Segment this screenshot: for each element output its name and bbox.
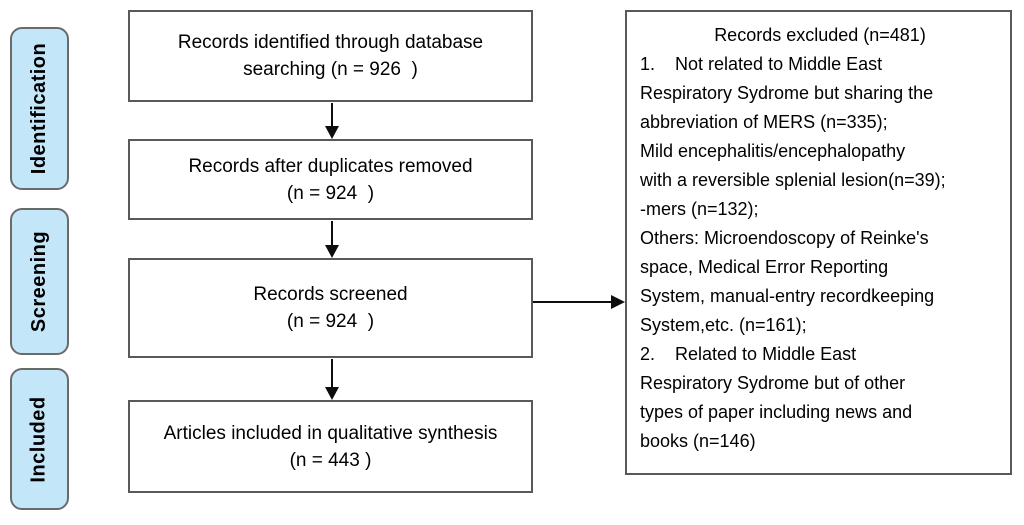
flow-box-articles-included-line2: (n = 443 )	[289, 449, 372, 471]
excluded-line: with a reversible splenial lesion(n=39);	[640, 170, 946, 190]
flow-box-records-screened-line1: Records screened	[253, 284, 408, 305]
excluded-line: System,etc. (n=161);	[640, 315, 807, 335]
stage-label-identification: Identification	[10, 27, 69, 190]
arrow-down-head-icon	[325, 387, 339, 400]
excluded-line: Others: Microendoscopy of Reinke's	[640, 228, 929, 248]
arrow-right-head-icon	[611, 295, 625, 309]
flow-box-duplicates-removed: Records after duplicates removed (n = 92…	[128, 139, 533, 220]
excluded-records-box: Records excluded (n=481) 1. Not related …	[625, 10, 1012, 475]
excluded-line: books (n=146)	[640, 431, 756, 451]
excluded-line: types of paper including news and	[640, 402, 913, 422]
arrow-down-icon	[331, 359, 333, 388]
stage-label-identification-text: Identification	[28, 42, 51, 175]
stage-label-included: Included	[10, 368, 69, 510]
stage-label-screening: Screening	[10, 208, 69, 355]
flow-box-duplicates-removed-line2: (n = 924 )	[286, 182, 375, 204]
excluded-line: abbreviation of MERS (n=335);	[640, 112, 888, 132]
arrow-down-icon	[331, 221, 333, 246]
flow-box-records-identified-line2: searching (n = 926 )	[243, 59, 418, 80]
excluded-line: Respiratory Sydrome but sharing the	[640, 83, 934, 103]
excluded-line: Respiratory Sydrome but of other	[640, 373, 906, 393]
stage-label-screening-text: Screening	[28, 230, 51, 333]
arrow-down-icon	[331, 103, 333, 127]
flow-box-duplicates-removed-line1: Records after duplicates removed	[188, 155, 473, 177]
excluded-line: Mild encephalitis/encephalopathy	[640, 141, 906, 161]
flow-box-records-identified: Records identified through database sear…	[128, 10, 533, 102]
flow-box-records-screened: Records screened (n = 924 )	[128, 258, 533, 358]
flow-box-records-screened-line2: (n = 924 )	[286, 311, 375, 332]
excluded-line: 2. Related to Middle East	[640, 344, 857, 364]
excluded-line: -mers (n=132);	[640, 199, 759, 219]
flow-box-articles-included-line1: Articles included in qualitative synthes…	[163, 422, 498, 444]
excluded-line: space, Medical Error Reporting	[640, 257, 889, 277]
arrow-down-head-icon	[325, 126, 339, 139]
excluded-line: System, manual-entry recordkeeping	[640, 286, 935, 306]
arrow-down-head-icon	[325, 245, 339, 258]
excluded-line: 1. Not related to Middle East	[640, 54, 883, 74]
arrow-right-icon	[533, 301, 612, 303]
flow-box-records-identified-line1: Records identified through database	[177, 32, 484, 53]
stage-label-included-text: Included	[28, 395, 51, 483]
flow-box-articles-included: Articles included in qualitative synthes…	[128, 400, 533, 493]
excluded-records-title: Records excluded (n=481)	[714, 25, 926, 45]
